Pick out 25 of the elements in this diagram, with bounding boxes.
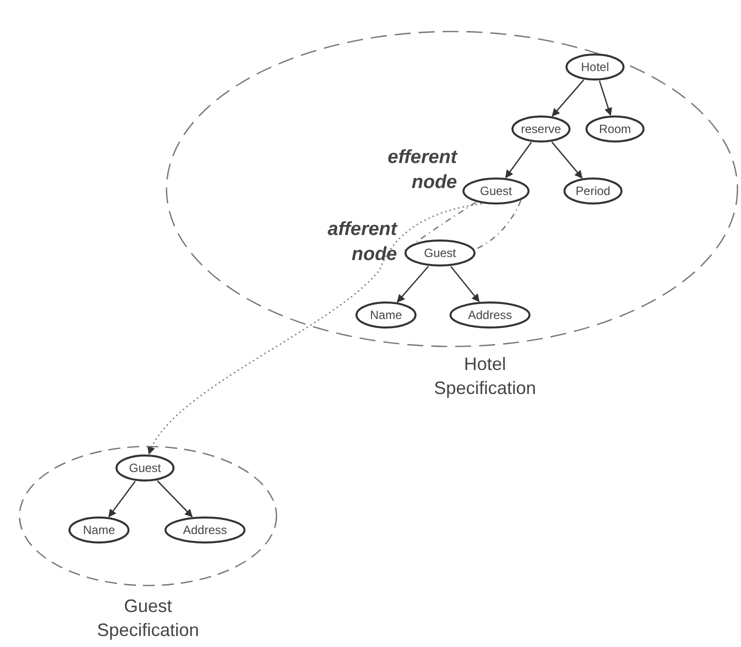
arrow [598, 80, 612, 116]
node-annotation: afferent node [326, 218, 397, 267]
node-label: Guest [128, 461, 161, 475]
node-label: Guest [480, 184, 512, 198]
dashed-connector [404, 200, 522, 252]
node-label: Room [598, 122, 631, 136]
node-label: Period [576, 184, 610, 198]
arrow [551, 142, 583, 179]
node-label: Guest [424, 246, 456, 260]
node-annotation: efferent node [386, 146, 457, 195]
arrow [505, 142, 532, 178]
node-label: Name [370, 308, 402, 322]
node-label: Address [468, 308, 512, 322]
node-label: Name [82, 523, 115, 537]
node-label: reserve [520, 122, 561, 136]
node-label: Hotel [580, 60, 609, 74]
node-label: Address [182, 523, 228, 537]
arrow [396, 266, 429, 303]
arrow [450, 266, 480, 302]
arrow [552, 80, 584, 117]
group-title: Hotel Specification [432, 353, 538, 400]
arrow [108, 480, 136, 518]
arrow [156, 480, 193, 518]
group-title: Guest Specification [96, 595, 200, 642]
dashed-connector [148, 203, 482, 455]
